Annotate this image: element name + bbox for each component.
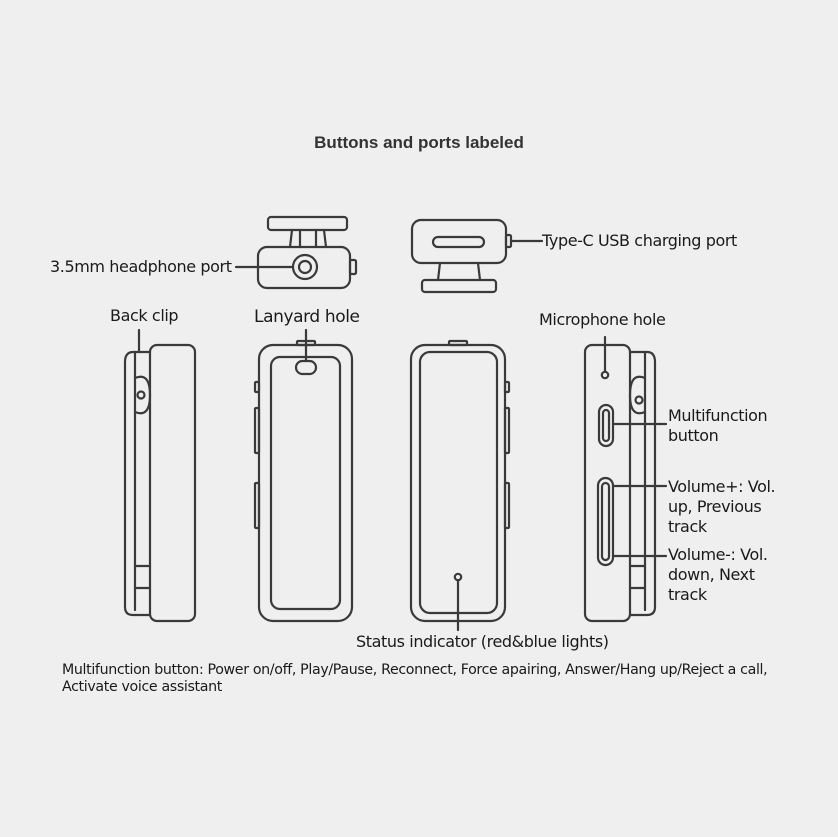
label-status-indicator: Status indicator (red&blue lights) xyxy=(356,632,609,651)
multifunction-button-icon xyxy=(597,403,615,448)
front-view xyxy=(253,328,354,623)
volume-rocker-icon xyxy=(596,476,615,567)
diagram-title: Buttons and ports labeled xyxy=(314,133,524,152)
usb-c-port-icon xyxy=(431,235,486,249)
back-view xyxy=(409,339,511,632)
headphone-port-icon xyxy=(291,253,319,281)
footnote: Multifunction button: Power on/off, Play… xyxy=(62,662,768,695)
bottom-view-usb xyxy=(410,218,544,294)
label-lanyard-hole: Lanyard hole xyxy=(254,307,360,327)
label-volume-up: Volume+: Vol. up, Previous track xyxy=(668,477,776,536)
lanyard-hole-icon xyxy=(294,359,318,376)
top-view-headphone xyxy=(234,215,358,290)
label-usb-port: Type-C USB charging port xyxy=(542,231,737,250)
label-headphone-port: 3.5mm headphone port xyxy=(50,257,232,276)
label-multifunction-button: Multifunction button xyxy=(668,406,768,445)
microphone-hole-icon xyxy=(600,370,610,380)
label-microphone-hole: Microphone hole xyxy=(539,310,666,329)
side-view-clip-left xyxy=(123,328,197,623)
label-back-clip: Back clip xyxy=(110,306,179,325)
label-volume-down: Volume-: Vol. down, Next track xyxy=(668,545,768,604)
side-view-buttons-right xyxy=(583,335,668,623)
